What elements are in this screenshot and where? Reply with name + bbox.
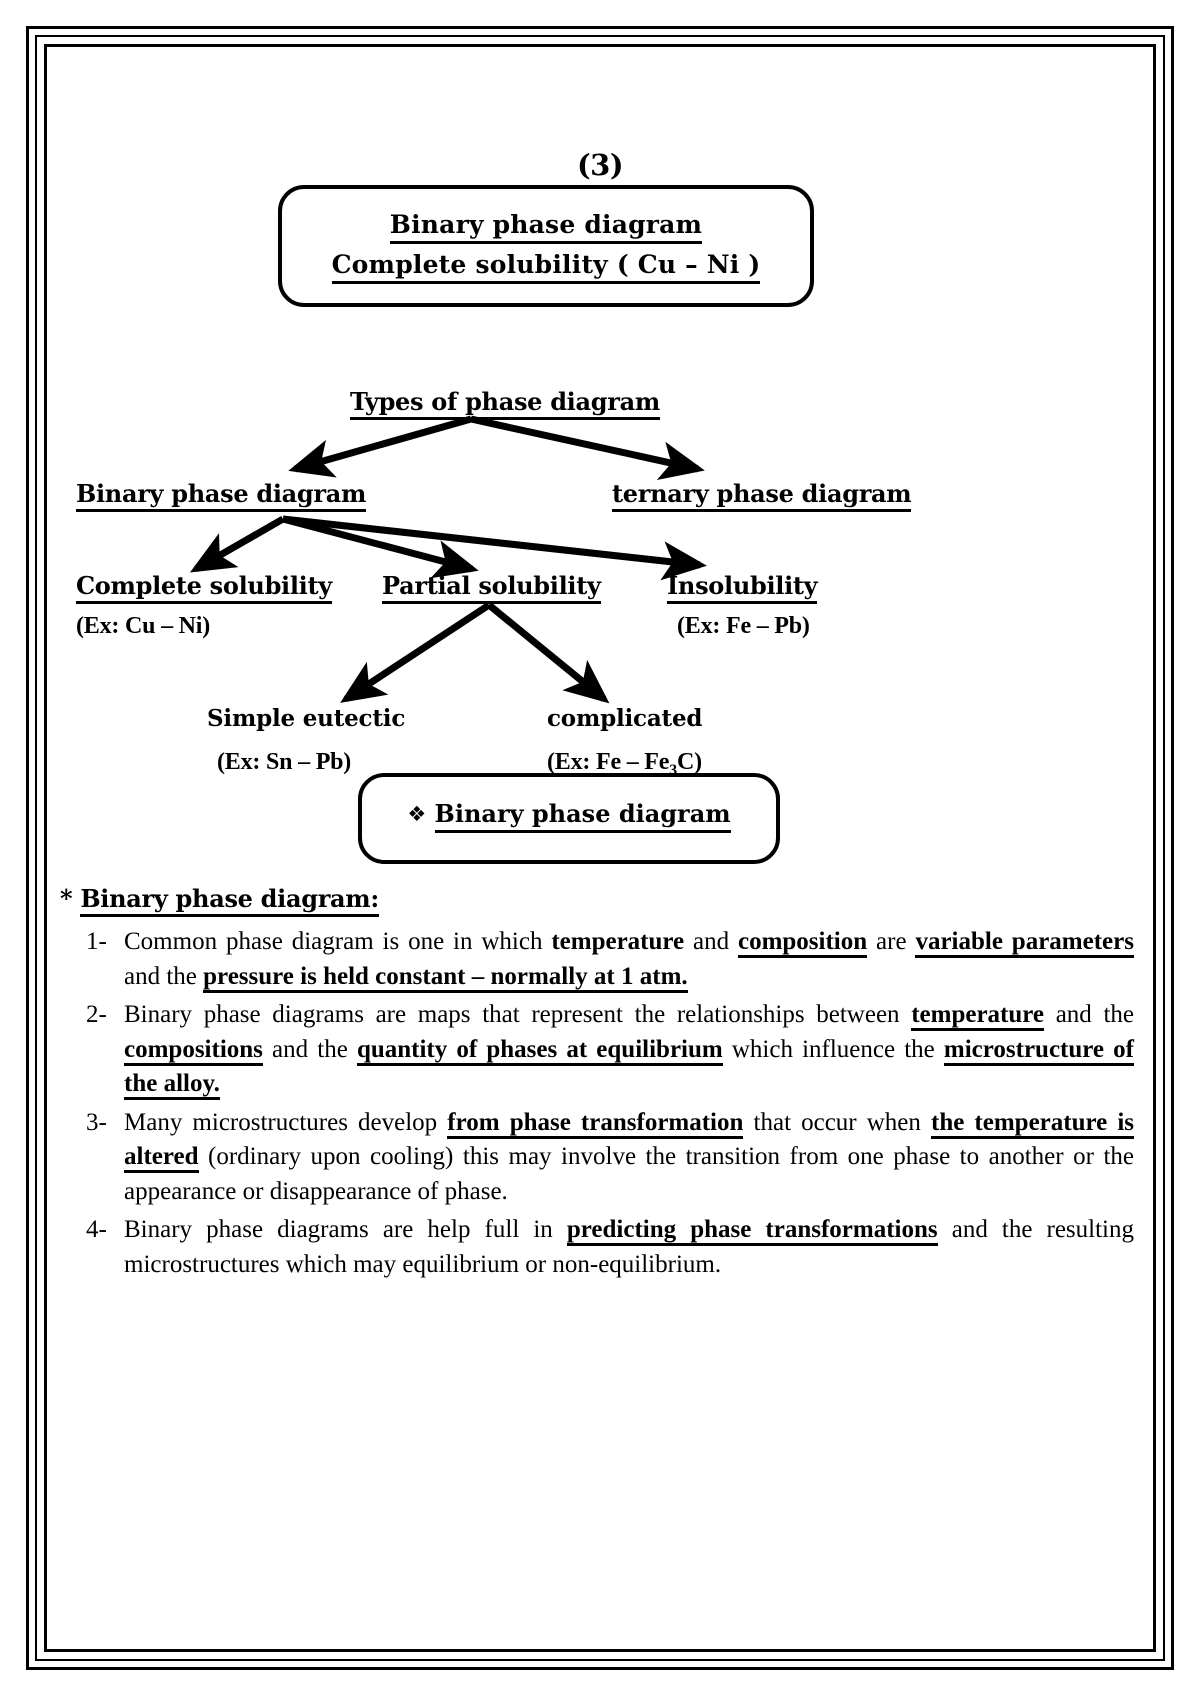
tree-node-complete-solubility: Complete solubility (76, 571, 332, 604)
page-border-middle (35, 35, 1165, 1661)
emphasis-text: variable parameters (915, 928, 1134, 958)
tree-node-partial-solubility: Partial solubility (382, 571, 601, 604)
list-item-number: 3- (86, 1108, 107, 1136)
tree-node-ternary-phase-diagram: ternary phase diagram (612, 479, 912, 512)
title-box-main: Binary phase diagram Complete solubility… (278, 185, 814, 307)
list-item-number: 1- (86, 928, 107, 955)
body-heading: * Binary phase diagram: (60, 884, 1148, 917)
body-text: and the (262, 1035, 357, 1063)
title-line-1: Binary phase diagram (282, 205, 810, 245)
body-text: which influence the (722, 1035, 944, 1063)
tree-node-insolubility: Insolubility (667, 571, 818, 604)
tree-node-complicated: complicated (547, 705, 703, 732)
list-item-number: 4- (86, 1216, 107, 1243)
list-item: 3- Many microstructures develop from phas… (52, 1106, 1148, 1210)
body-text: (ordinary upon cooling) this may involve… (124, 1143, 1134, 1205)
body-text: and (684, 928, 738, 955)
tree-example-complete-solubility: (Ex: Cu – Ni) (76, 613, 211, 639)
body-text: and the (1044, 1001, 1134, 1028)
body-text: Common phase diagram is one in which (124, 928, 552, 955)
body-section: * Binary phase diagram: 1- Common phase d… (52, 884, 1148, 1286)
page-border-inner (44, 44, 1156, 1652)
page-border-outer (26, 26, 1174, 1670)
emphasis-text: temperature (911, 1001, 1045, 1031)
body-heading-star: * (60, 884, 81, 913)
list-item: 4- Binary phase diagrams are help full in… (52, 1213, 1148, 1282)
tree-example-simple-eutectic: (Ex: Sn – Pb) (217, 749, 352, 775)
section-title-label: Binary phase diagram (434, 799, 731, 833)
list-item: 2- Binary phase diagrams are maps that re… (52, 998, 1148, 1102)
page-content: (3) Binary phase diagram Complete solubi… (52, 52, 1148, 1644)
list-item-number: 2- (86, 1001, 107, 1028)
section-title-box: ❖ Binary phase diagram (358, 773, 780, 864)
tree-example-complicated: (Ex: Fe – Fe3C) (547, 749, 702, 779)
emphasis-text: composition (737, 928, 868, 958)
body-heading-text: Binary phase diagram: (80, 884, 379, 917)
emphasis-text: the temperature is altered (124, 1108, 1135, 1173)
phase-diagram-tree: Types of phase diagram Binary phase diag… (52, 307, 1148, 779)
emphasis-text: temperature (551, 928, 685, 955)
tree-node-binary-phase-diagram: Binary phase diagram (76, 479, 366, 512)
tree-node-simple-eutectic: Simple eutectic (207, 705, 406, 732)
title-line-2: Complete solubility ( Cu – Ni ) (282, 245, 810, 285)
emphasis-text: quantity of phases at equilibrium (356, 1035, 723, 1066)
emphasis-text: microstructure of the alloy. (124, 1035, 1134, 1100)
emphasis-text: compositions (124, 1035, 263, 1066)
emphasis-text: pressure is held constant – normally at … (203, 962, 688, 993)
section-title-line: ❖ Binary phase diagram (362, 799, 776, 833)
body-text: are (867, 928, 916, 955)
tree-node-root: Types of phase diagram (350, 387, 660, 420)
body-text: Binary phase diagrams are help full in (124, 1216, 567, 1243)
diamond-bullet-icon: ❖ (407, 802, 427, 826)
tree-example-insolubility: (Ex: Fe – Pb) (677, 613, 810, 639)
body-text: Many microstructures develop (124, 1108, 448, 1136)
body-text: and the (124, 962, 204, 990)
emphasis-text: from phase transformation (447, 1108, 744, 1139)
page-number: (3) (576, 148, 624, 182)
list-item: 1- Common phase diagram is one in which t… (52, 925, 1148, 994)
emphasis-text: predicting phase transformations (566, 1216, 938, 1246)
body-text: that occur when (743, 1108, 931, 1136)
body-text: and the resulting microstructures which … (124, 1216, 1134, 1278)
body-text: Binary phase diagrams are maps that repr… (124, 1001, 912, 1028)
numbered-list: 1- Common phase diagram is one in which t… (52, 925, 1148, 1282)
tree-arrows (189, 415, 707, 704)
